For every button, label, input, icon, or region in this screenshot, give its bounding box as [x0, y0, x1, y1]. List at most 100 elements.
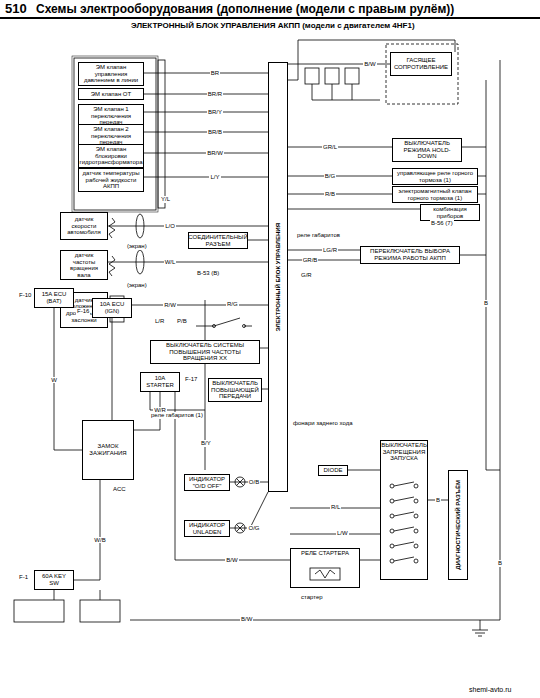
node-label: 60A KEY SW: [37, 573, 71, 586]
wire-line: [394, 497, 414, 501]
wire-line: [394, 542, 414, 546]
wire-connector: [288, 260, 360, 261]
wire-code: LG/R: [322, 247, 338, 254]
node-label: РЕЛЕ СТАРТЕРА: [301, 550, 349, 557]
wire-line: [74, 58, 156, 210]
wire-code: B: [497, 560, 503, 567]
node-label: электромагнитный клапан горного тормоза …: [395, 188, 475, 201]
wire-code: B/W: [240, 616, 253, 623]
wire-line: [213, 325, 216, 328]
wire-code: F-17: [184, 376, 198, 383]
wire-line: [394, 557, 414, 561]
node-label: ВЫКЛЮЧАТЕЛЬ РЕЖИМА HOLD-DOWN: [395, 140, 459, 160]
fuse-box: 60A KEY SW: [34, 570, 74, 590]
wire-connector: [360, 560, 380, 561]
wire-line: [72, 56, 158, 212]
node-label: ЭМ клапан ОТ: [91, 91, 131, 98]
node-label: ДИАГНОСТИЧЕСКИЙ РАЗЪЁМ: [455, 480, 462, 570]
wire-code: G/R: [300, 272, 313, 279]
wire-connector: [108, 226, 268, 227]
wire-code: W: [50, 377, 58, 384]
wire-code: стартер: [300, 594, 324, 601]
wire-code: W/R: [153, 407, 167, 414]
wire-line: [310, 568, 340, 580]
valve-box: электромагнитный клапан горного тормоза …: [392, 186, 478, 203]
wire-connector: [144, 177, 268, 178]
wire-code: B: [435, 497, 441, 504]
wire-line: [288, 40, 455, 80]
wire-code: BR/Y: [207, 109, 223, 116]
wire-line: [390, 529, 394, 533]
wire-line: [315, 570, 335, 578]
wire-line: [390, 514, 394, 518]
page-title: Схемы электрооборудования (дополнение (м…: [36, 2, 454, 16]
wire-code: реле габаритов: [296, 232, 341, 239]
wire-code: BR/W: [206, 150, 224, 157]
wire-code: B/G: [324, 173, 336, 180]
node-label: ЭМ клапан блокировки гидротрансформатора: [80, 146, 143, 166]
solenoid-valve: ЭМ клапан блокировки гидротрансформатора: [78, 144, 144, 168]
wire-line: [80, 600, 120, 622]
wire-code: F-10: [18, 292, 32, 299]
wire-code: ЭЛЕКТРОННЫЙ БЛОК УПРАВЛЕНИЯ АКПП (модели…: [130, 22, 416, 31]
wire-code: L/R: [154, 318, 165, 325]
wire-line: [158, 60, 165, 208]
wire-line: [0, 17, 540, 19]
wire-connector: [144, 73, 268, 74]
wire-line: [14, 600, 64, 622]
wire-line: [414, 514, 418, 518]
wire-connector: [74, 480, 100, 580]
wire-code: ACC: [112, 486, 127, 493]
node-label: датчик скорости автомобиля: [63, 216, 105, 236]
wire-code: GR/L: [322, 144, 338, 151]
relay-box: управляющее реле горного тормоза (1): [392, 168, 478, 185]
wire-connector: [260, 348, 268, 349]
starter-relay: РЕЛЕ СТАРТЕРА: [290, 548, 360, 588]
node-label: ВЫКЛЮЧАТЕЛЬ СИСТЕМЫ ПОВЫШЕНИЯ ЧАСТОТЫ ВР…: [153, 342, 257, 362]
wire-line: [414, 499, 418, 503]
wire-code: F-16: [76, 308, 90, 315]
wire-connector: [112, 318, 113, 420]
wire-connector: [348, 470, 380, 471]
cluster-box: комбинация приборов: [420, 204, 480, 221]
node-label: датчик частоты вращения вала: [63, 252, 105, 278]
wire-line: [394, 512, 414, 516]
wire-connector: [288, 176, 392, 177]
temperature-sensor: датчик температуры рабочей жидкости АКПП: [78, 168, 144, 192]
wire-line: [386, 44, 458, 104]
wire-line: [290, 508, 380, 534]
node-label: ВЫКЛЮЧАТЕЛЬ ПОВЫШАЮЩЕЙ ПЕРЕДАЧИ: [211, 380, 259, 400]
node-label: ЭМ клапан управления давлением в линии: [81, 64, 141, 84]
node-label: датчик температуры рабочей жидкости АКПП: [81, 170, 141, 190]
switch-contacts: [390, 482, 418, 563]
node-label: 10A ECU (IGN): [95, 301, 129, 314]
switch-box: ВЫКЛЮЧАТЕЛЬ ПОВЫШАЮЩЕЙ ПЕРЕДАЧИ: [208, 378, 262, 402]
node-label: ЭЛЕКТРОННЫЙ БЛОК УПРАВЛЕНИЯ: [275, 223, 282, 331]
wire-line: [390, 559, 394, 563]
diagnostic-connector: ДИАГНОСТИЧЕСКИЙ РАЗЪЁМ: [448, 470, 468, 580]
node-label: управляющее реле горного тормоза (1): [395, 170, 475, 183]
wire-line: [486, 60, 500, 620]
node-label: ИНДИКАТОР UNLADEN: [187, 522, 227, 535]
wire-line: [414, 484, 418, 488]
node-label: ЭМ клапан 1 переключения передач: [81, 106, 141, 126]
node-label: DIODE: [323, 467, 342, 474]
wire-line: [414, 529, 418, 533]
wire-line: [325, 68, 339, 84]
wire-code: R/G: [226, 301, 239, 308]
wire-code: B/W: [363, 61, 376, 68]
wire-line: [390, 484, 394, 488]
wire-code: B: [483, 300, 489, 307]
wire-code: фонари заднего хода: [292, 420, 354, 427]
wire-code: W/B: [93, 537, 106, 544]
node-label: ЗАМОК ЗАЖИГАНИЯ: [85, 443, 131, 456]
wire-code: B/W: [225, 557, 238, 564]
wire-code: L/Y: [209, 174, 220, 181]
wire-line: [394, 527, 414, 531]
wire-code: B-56 (7): [430, 220, 454, 227]
node-label: 15A ECU (BAT): [37, 291, 71, 304]
wire-code: L/O: [164, 223, 176, 230]
solenoid-valve: ЭМ клапан ОТ: [78, 88, 144, 100]
wire-line: [414, 544, 418, 548]
